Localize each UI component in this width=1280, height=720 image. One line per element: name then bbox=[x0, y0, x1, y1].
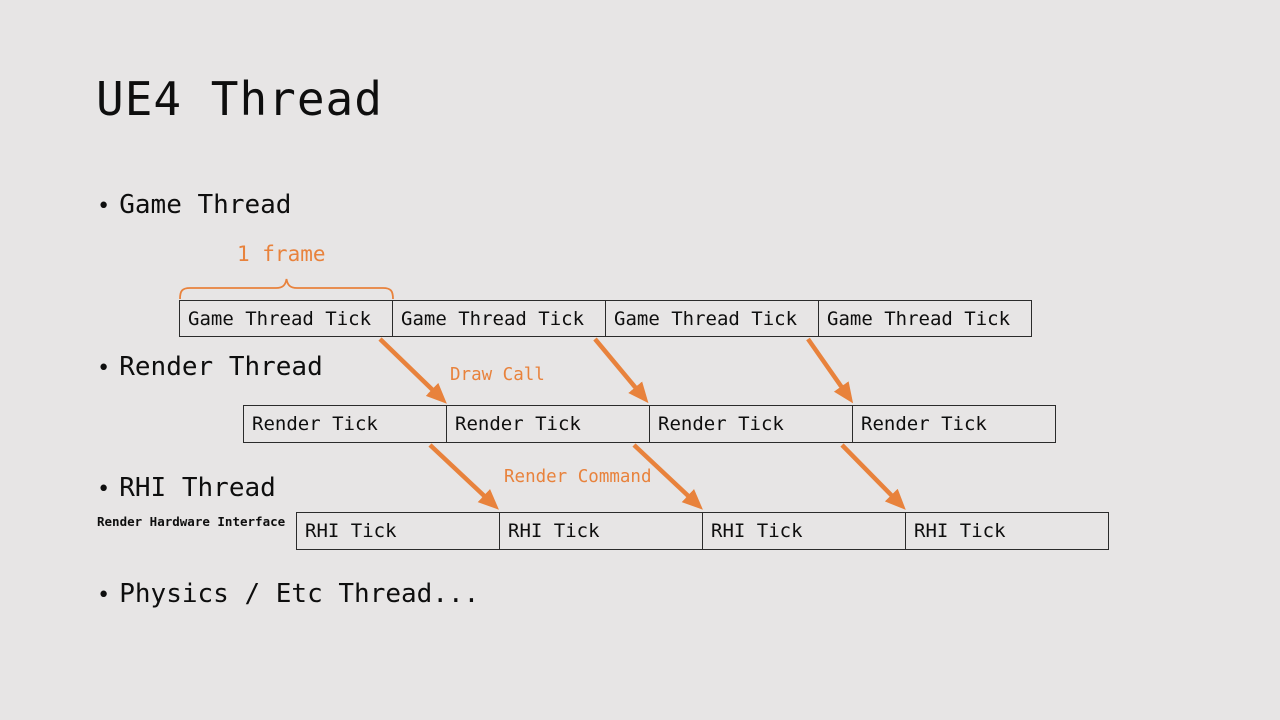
render-command-arrow bbox=[428, 443, 499, 510]
bullet-rhi-thread: • RHI Thread bbox=[97, 473, 276, 503]
rhi-thread-subtitle: Render Hardware Interface bbox=[97, 514, 286, 529]
bullet-dot: • bbox=[97, 583, 111, 608]
render-tick-cell: Render Tick bbox=[852, 405, 1056, 443]
bullet-dot: • bbox=[97, 356, 111, 381]
render-tick-cell: Render Tick bbox=[446, 405, 650, 443]
game-thread-tick-cell: Game Thread Tick bbox=[392, 300, 606, 337]
draw-call-arrow bbox=[806, 337, 854, 404]
bullet-physics-thread: • Physics / Etc Thread... bbox=[97, 579, 479, 609]
frame-label: 1 frame bbox=[237, 242, 326, 266]
draw-call-arrow bbox=[378, 337, 447, 404]
draw-call-label: Draw Call bbox=[450, 365, 545, 385]
rhi-tick-cell: RHI Tick bbox=[905, 512, 1109, 550]
game-thread-tick-cell: Game Thread Tick bbox=[605, 300, 819, 337]
bullet-label-game-thread: Game Thread bbox=[119, 190, 292, 220]
render-thread-row: Render Tick Render Tick Render Tick Rend… bbox=[243, 405, 1056, 443]
game-thread-tick-cell: Game Thread Tick bbox=[818, 300, 1032, 337]
rhi-thread-row: RHI Tick RHI Tick RHI Tick RHI Tick bbox=[296, 512, 1109, 550]
bullet-label-render-thread: Render Thread bbox=[119, 352, 323, 382]
page-title: UE4 Thread bbox=[96, 72, 383, 126]
bullet-label-rhi-thread: RHI Thread bbox=[119, 473, 276, 503]
render-tick-cell: Render Tick bbox=[649, 405, 853, 443]
draw-call-arrow bbox=[593, 337, 649, 404]
game-thread-tick-cell: Game Thread Tick bbox=[179, 300, 393, 337]
render-command-label: Render Command bbox=[504, 467, 652, 487]
bullet-dot: • bbox=[97, 194, 111, 219]
bullet-render-thread: • Render Thread bbox=[97, 352, 323, 382]
render-tick-cell: Render Tick bbox=[243, 405, 447, 443]
render-command-arrow bbox=[840, 443, 906, 510]
bullet-dot: • bbox=[97, 477, 111, 502]
bullet-game-thread: • Game Thread bbox=[97, 190, 291, 220]
frame-brace bbox=[179, 278, 394, 300]
bullet-label-physics-thread: Physics / Etc Thread... bbox=[119, 579, 480, 609]
rhi-tick-cell: RHI Tick bbox=[296, 512, 500, 550]
rhi-tick-cell: RHI Tick bbox=[499, 512, 703, 550]
game-thread-row: Game Thread Tick Game Thread Tick Game T… bbox=[179, 300, 1032, 337]
rhi-tick-cell: RHI Tick bbox=[702, 512, 906, 550]
